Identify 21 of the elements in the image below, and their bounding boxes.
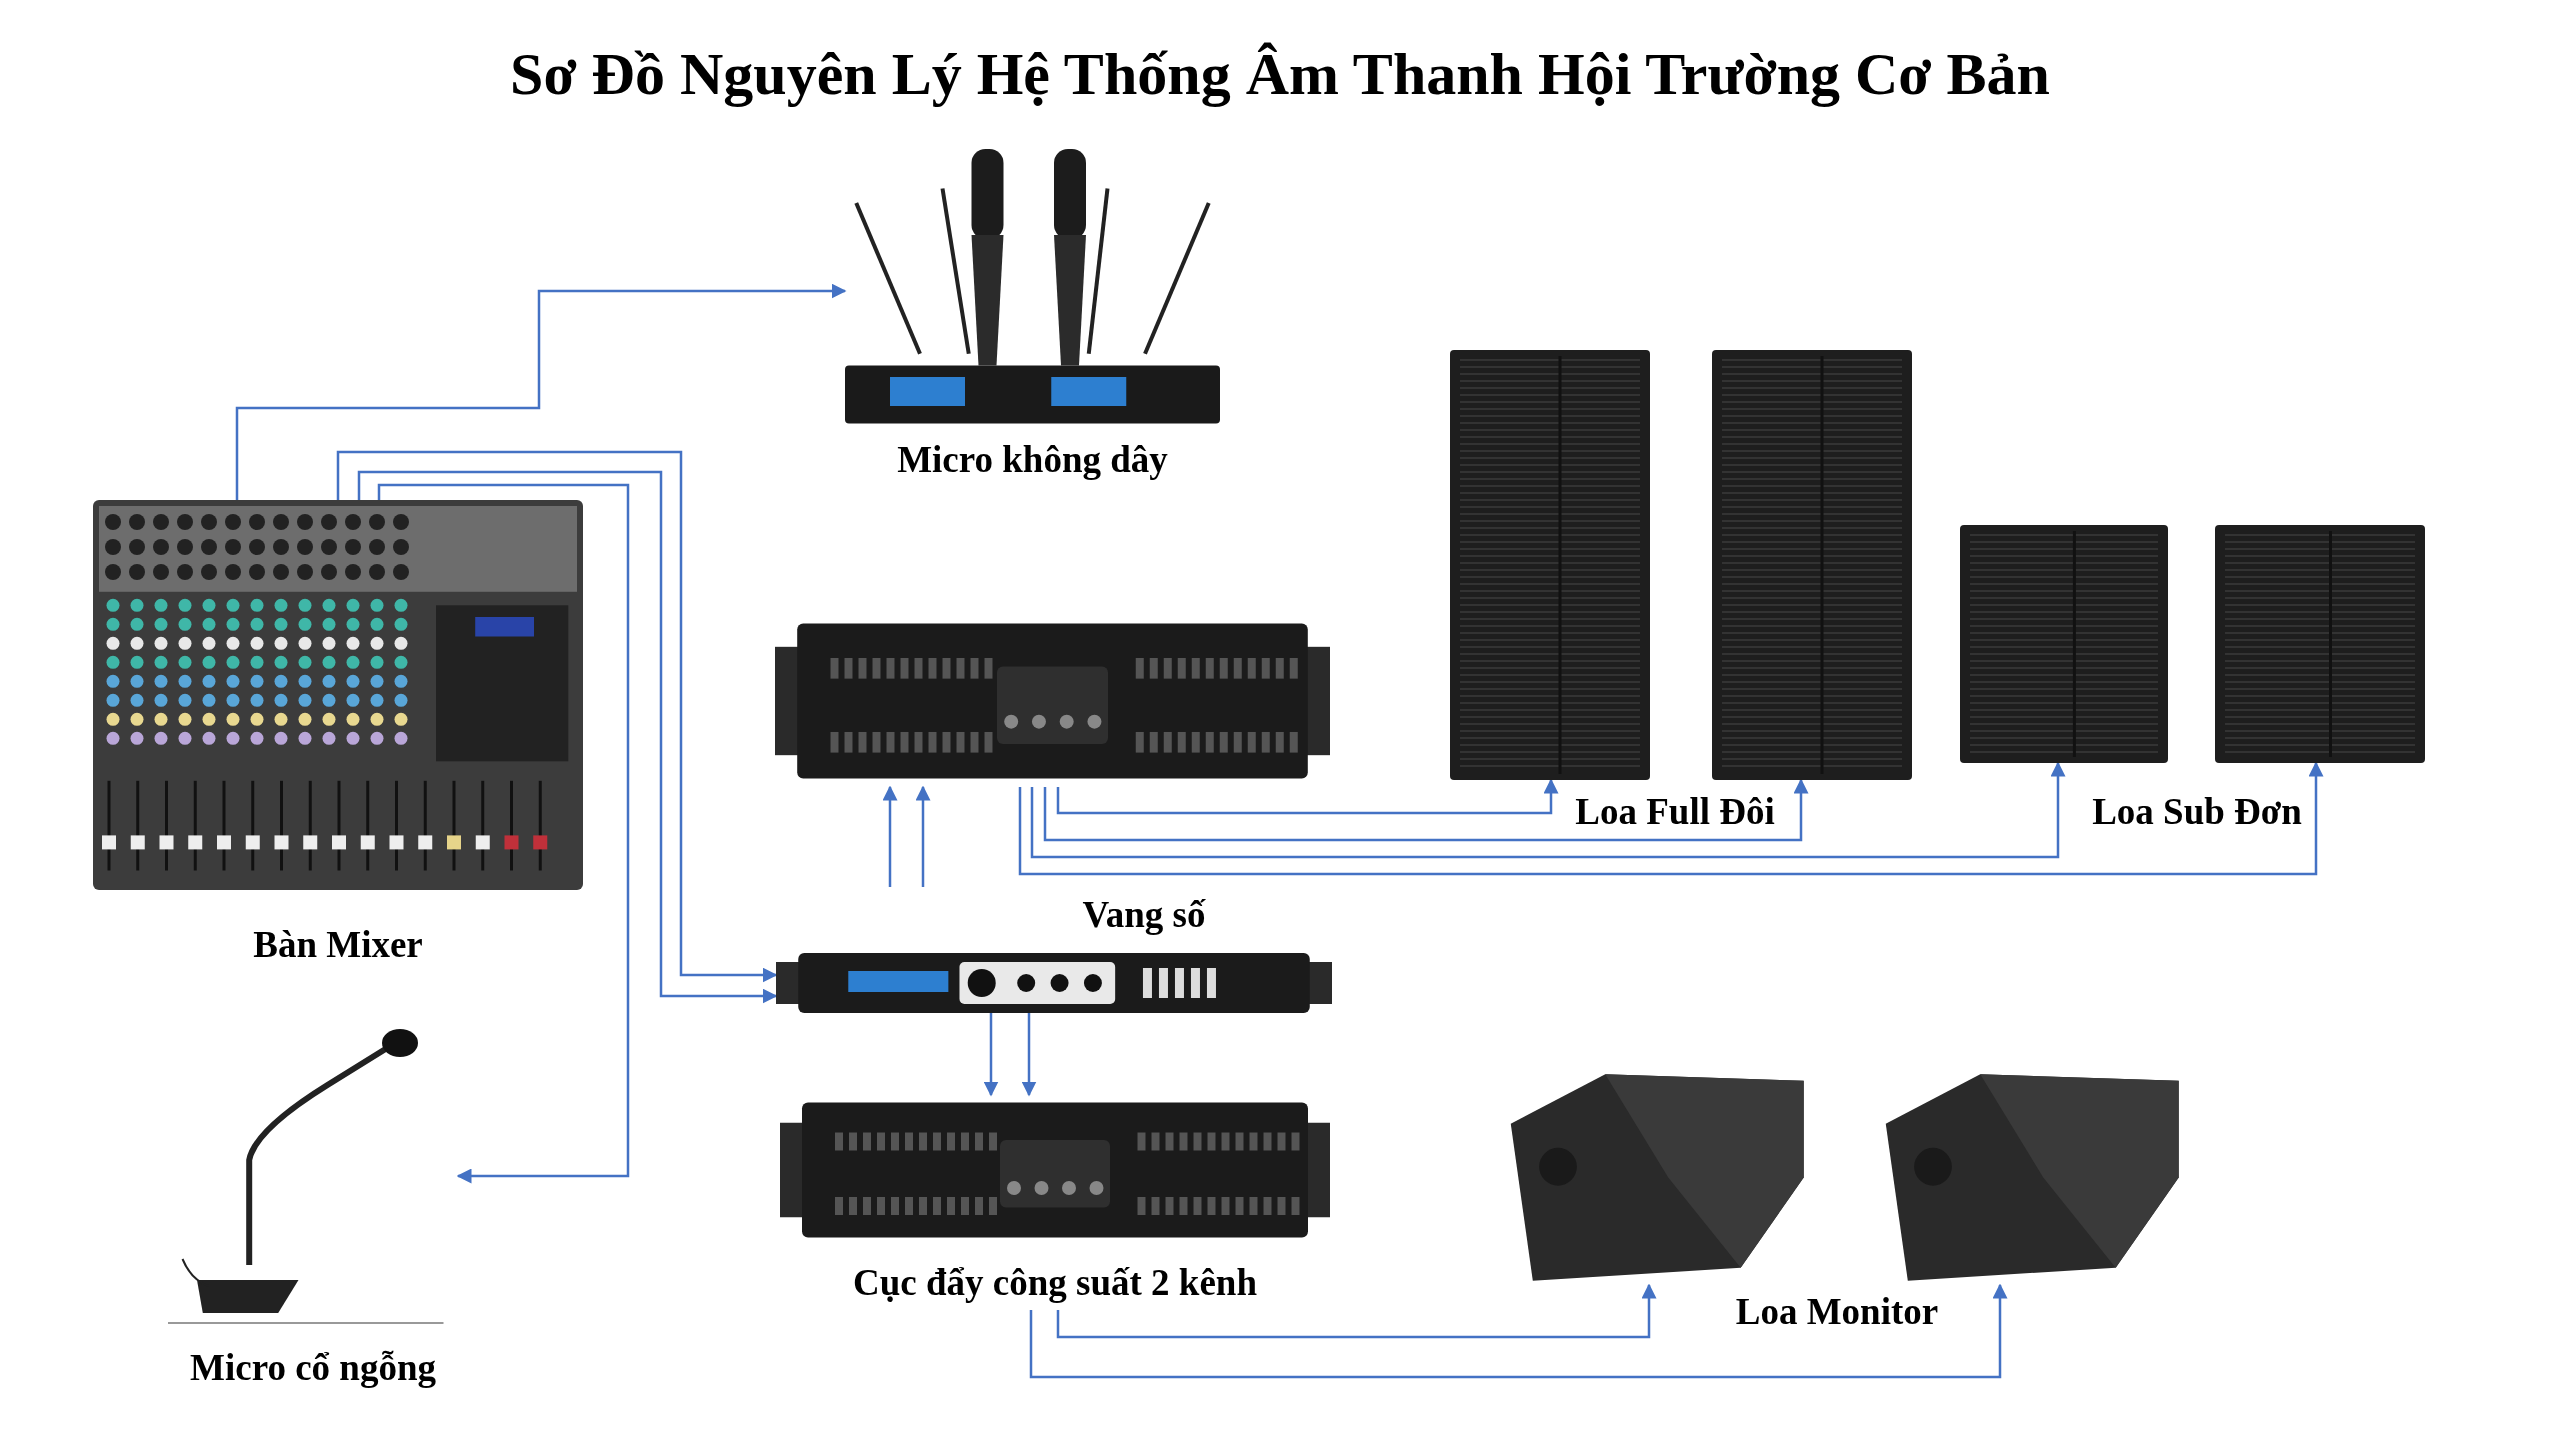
- device-label: Bàn Mixer: [252, 923, 424, 967]
- signal-arrow: [1056, 778, 1559, 815]
- signal-arrow: [1056, 1283, 1657, 1339]
- device-label: Cục đẩy công suất 2 kênh: [852, 1261, 1258, 1305]
- device-label: Micro không dây: [896, 438, 1169, 482]
- device-label: Vang số: [1081, 893, 1207, 937]
- signal-arrow: [1043, 778, 1809, 842]
- speaker-group-label: Loa Full Đôi: [1575, 789, 1775, 834]
- signal-arrow: [377, 483, 630, 1184]
- speaker-group-label: Loa Sub Đơn: [2092, 789, 2302, 834]
- signal-arrow: [1029, 1283, 2008, 1379]
- signal-arrow: [1030, 761, 2066, 859]
- signal-arrow: [235, 283, 847, 500]
- device-label: Micro cổ ngỗng: [189, 1346, 437, 1390]
- signal-arrow: [983, 1013, 999, 1097]
- diagram-title: Sơ Đồ Nguyên Lý Hệ Thống Âm Thanh Hội Trường Cơ Bản: [509, 40, 2051, 109]
- signal-arrow: [1018, 761, 2324, 876]
- signal-arrow: [882, 785, 898, 887]
- signal-arrow: [1021, 1013, 1037, 1097]
- signal-arrow: [915, 785, 931, 887]
- speaker-group-label: Loa Monitor: [1735, 1289, 1939, 1334]
